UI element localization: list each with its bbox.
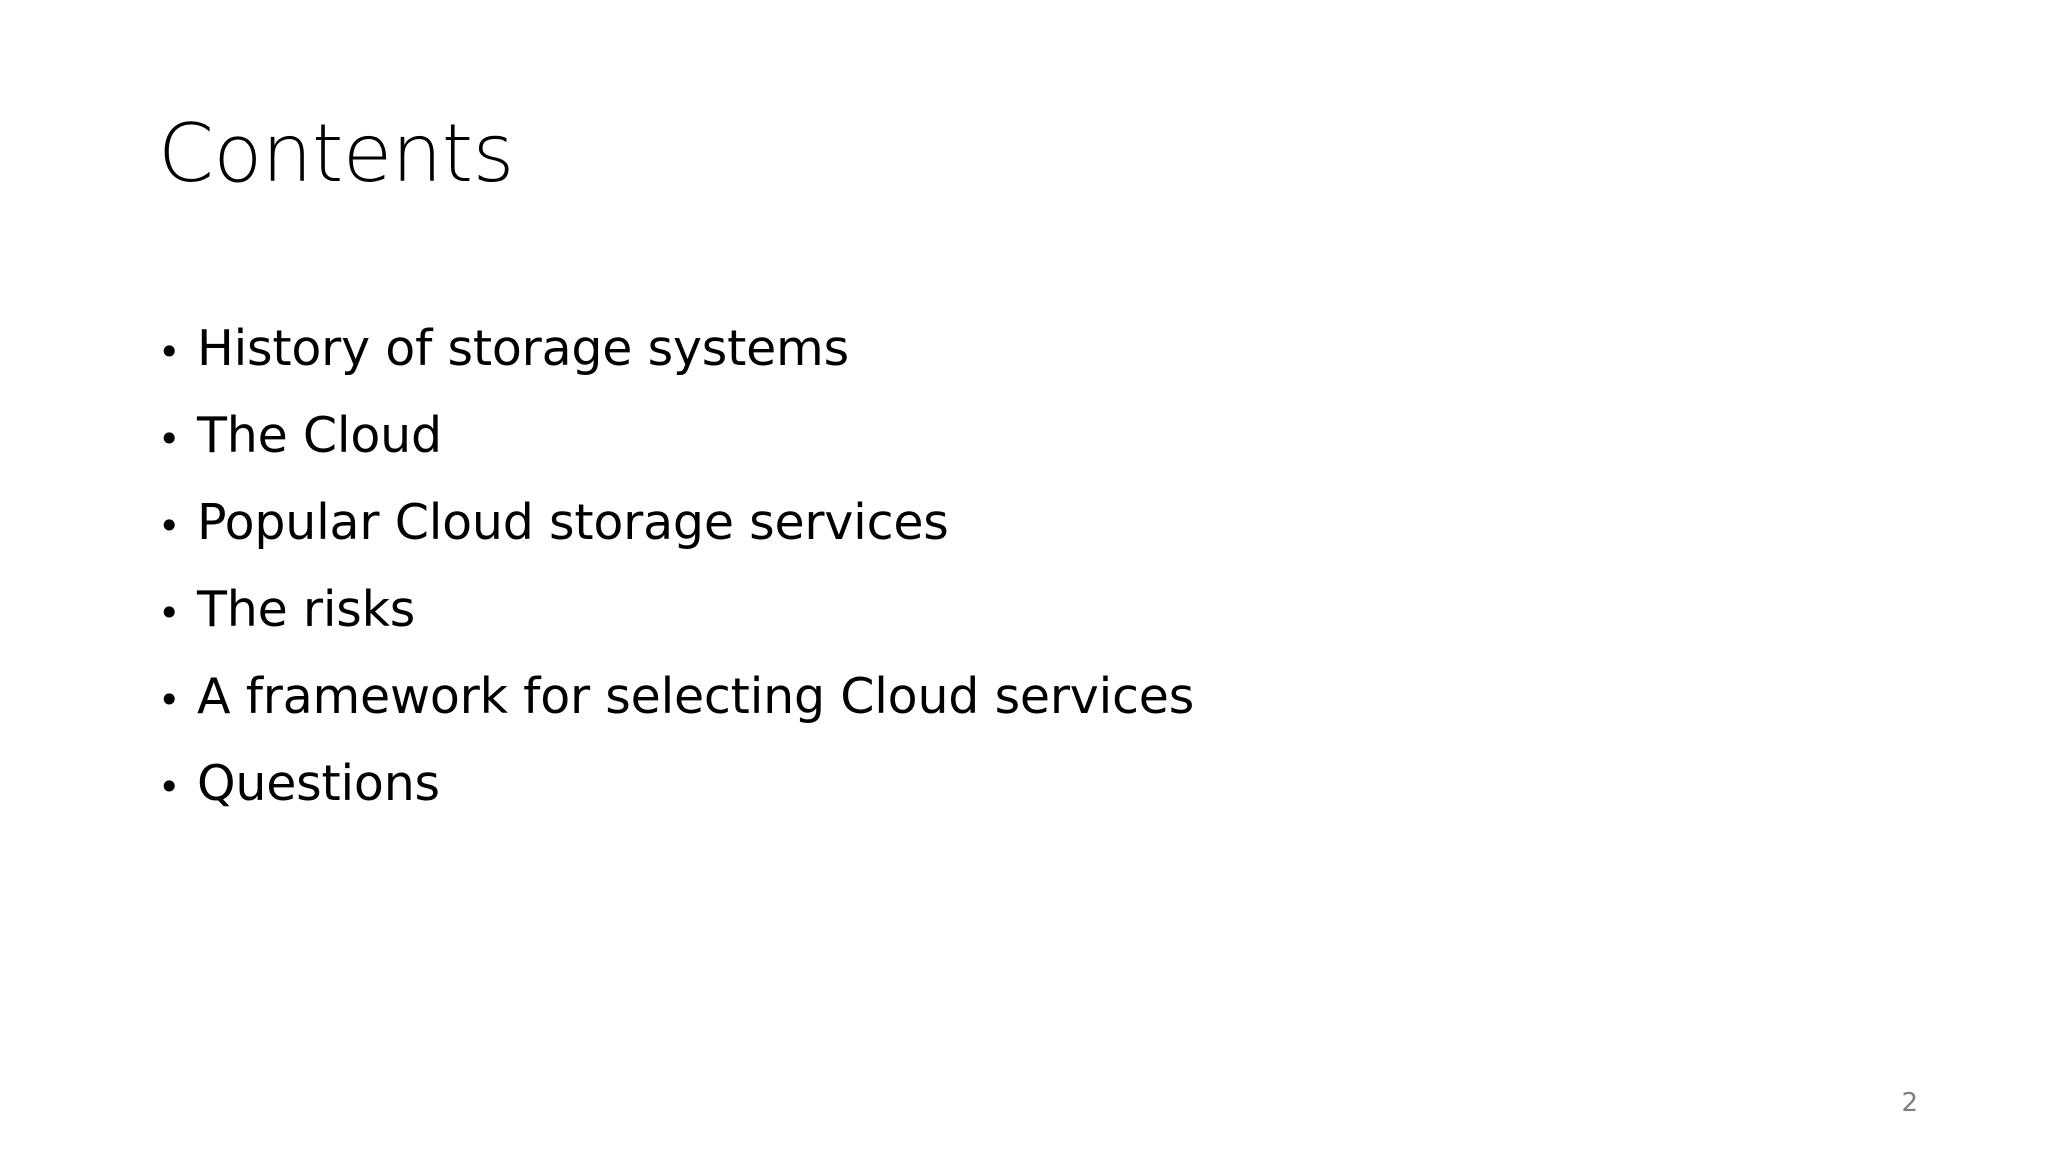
bullet-dot-icon: • — [158, 765, 181, 809]
list-item-label: The Cloud — [197, 407, 442, 464]
bullet-dot-icon: • — [158, 504, 181, 548]
list-item[interactable]: • A framework for selecting Cloud servic… — [158, 653, 1878, 740]
list-item[interactable]: • Popular Cloud storage services — [158, 479, 1878, 566]
list-item[interactable]: • Questions — [158, 740, 1878, 827]
bullet-dot-icon: • — [158, 330, 181, 374]
list-item-label: Popular Cloud storage services — [197, 494, 949, 551]
slide-page-number: 2 — [1901, 1088, 1918, 1118]
list-item-label: Questions — [197, 755, 440, 812]
bullet-dot-icon: • — [158, 591, 181, 635]
list-item-label: A framework for selecting Cloud services — [197, 668, 1195, 725]
list-item[interactable]: • The risks — [158, 566, 1878, 653]
list-item-label: The risks — [197, 581, 416, 638]
bullet-dot-icon: • — [158, 417, 181, 461]
page-title: Contents — [158, 107, 514, 200]
contents-bullet-list: • History of storage systems • The Cloud… — [158, 305, 1878, 827]
list-item[interactable]: • History of storage systems — [158, 305, 1878, 392]
bullet-dot-icon: • — [158, 678, 181, 722]
list-item[interactable]: • The Cloud — [158, 392, 1878, 479]
list-item-label: History of storage systems — [197, 320, 849, 377]
